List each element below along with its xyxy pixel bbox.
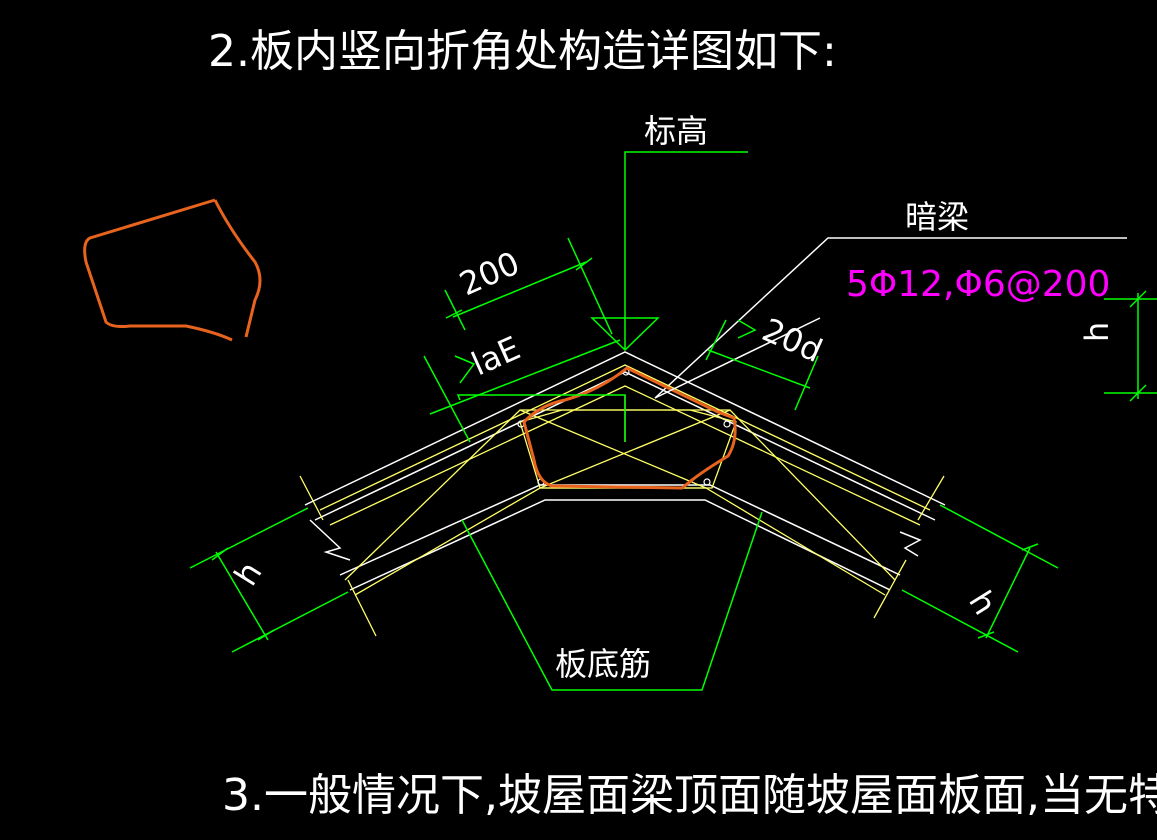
dimension-h-far-right [1104, 290, 1157, 402]
dimension-laE [423, 339, 621, 443]
markup-scribble-left [83, 198, 233, 342]
bottom-rebar-leader [461, 511, 763, 691]
dimension-h-far-right-label: h [1078, 322, 1116, 342]
dimension-h-left-label: h [227, 555, 270, 592]
dimension-laE-label: laE [466, 329, 526, 384]
hidden-beam-leader [654, 237, 1127, 399]
interior-leaders [456, 394, 626, 442]
slab-outline [304, 351, 946, 591]
bottom-rebar-label: 板底筋 [555, 645, 651, 683]
elevation-label: 标高 [644, 112, 708, 150]
dimension-20d [654, 317, 821, 411]
markup-scribble-beam [522, 366, 737, 490]
elevation-leader [590, 151, 748, 352]
slab-rebar [299, 364, 945, 637]
markup-scribble-left-tail [213, 199, 262, 338]
beam-rebar-spec: 5Φ12,Φ6@200 [846, 264, 1110, 305]
section-2-heading: 2.板内竖向折角处构造详图如下: [208, 26, 837, 77]
dimension-h-left [189, 507, 349, 653]
dimension-h-right [901, 504, 1059, 653]
hidden-beam-label: 暗梁 [905, 198, 969, 236]
dimension-200-label: 200 [454, 244, 525, 304]
dimension-200 [444, 237, 613, 335]
dimension-h-right-label: h [961, 584, 1004, 621]
section-3-heading: 3.一般情况下,坡屋面梁顶面随坡屋面板面,当无特定标注时,按 [222, 770, 1157, 821]
